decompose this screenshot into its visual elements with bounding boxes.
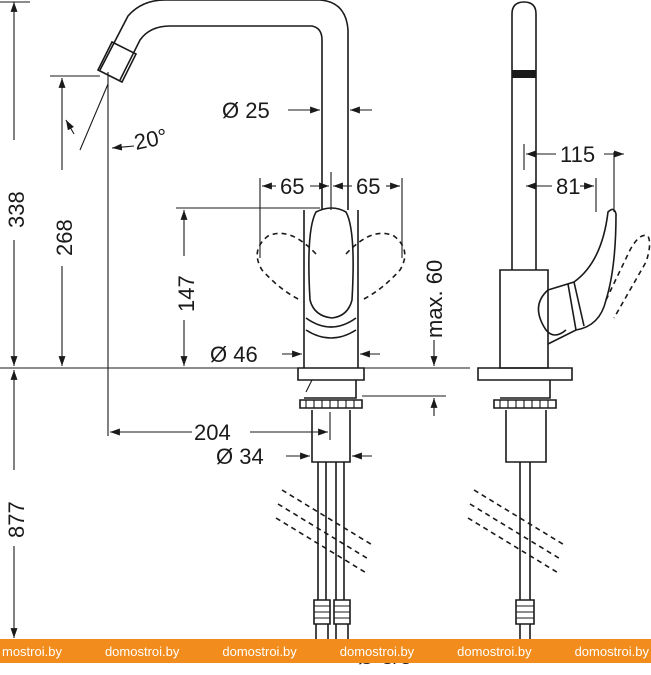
dim-height-total: 338 <box>4 191 29 228</box>
dim-handle-height: 147 <box>174 275 199 312</box>
faucet-body <box>303 210 359 368</box>
front-view <box>79 0 406 640</box>
cut-mark <box>275 489 375 575</box>
lever-handle <box>308 207 354 319</box>
side-deck-plate <box>477 367 573 399</box>
side-nut <box>493 399 557 409</box>
dim-max-deck: max. 60 <box>422 260 447 338</box>
watermark-text: domostroi.by <box>222 643 297 659</box>
dim-side-handle-reach: 81 <box>556 174 580 199</box>
dim-below-deck: 877 <box>4 501 29 538</box>
side-handle <box>547 208 617 345</box>
mounting-nut <box>299 399 363 409</box>
spout-tube <box>99 0 349 210</box>
dim-side-handle-reach-max: 115 <box>560 142 595 167</box>
side-view <box>467 1 651 640</box>
supply-hoses <box>317 462 345 600</box>
dim-spout-angle: 20° <box>132 124 170 155</box>
watermark-text: mostroi.by <box>2 643 62 659</box>
dim-spout-diameter: Ø 25 <box>222 98 270 123</box>
watermark-text: domostroi.by <box>339 643 415 659</box>
handle-swing-left <box>256 232 317 301</box>
shank <box>311 410 351 463</box>
side-dimensions: 115 81 <box>523 142 624 212</box>
watermark-text: domostroi.by <box>457 643 532 659</box>
front-dimensions: 338 877 268 20° Ø 25 65 65 147 Ø 46 <box>0 1 470 669</box>
side-spout-outlet <box>512 70 536 78</box>
side-shank <box>505 410 547 463</box>
watermark-text: domostroi.by <box>574 643 649 659</box>
handle-swing-right <box>345 232 406 301</box>
side-handle-swing <box>605 234 651 319</box>
side-hose <box>519 462 531 600</box>
dim-handle-swing-left: 65 <box>280 174 304 199</box>
watermark-text: domostroi.by <box>104 643 180 659</box>
deck-plate <box>297 367 365 399</box>
dim-reach: 204 <box>194 420 231 445</box>
watermark-banner: mostroi.by domostroi.by domostroi.by dom… <box>0 639 651 663</box>
dim-body-diameter: Ø 46 <box>210 342 258 367</box>
dim-handle-swing-right: 65 <box>356 174 380 199</box>
dim-shank-diameter: Ø 34 <box>216 444 264 469</box>
dim-height-spout: 268 <box>52 219 77 256</box>
side-cut-mark <box>467 489 567 575</box>
spout-nozzle <box>96 40 138 84</box>
side-spout <box>511 1 537 270</box>
